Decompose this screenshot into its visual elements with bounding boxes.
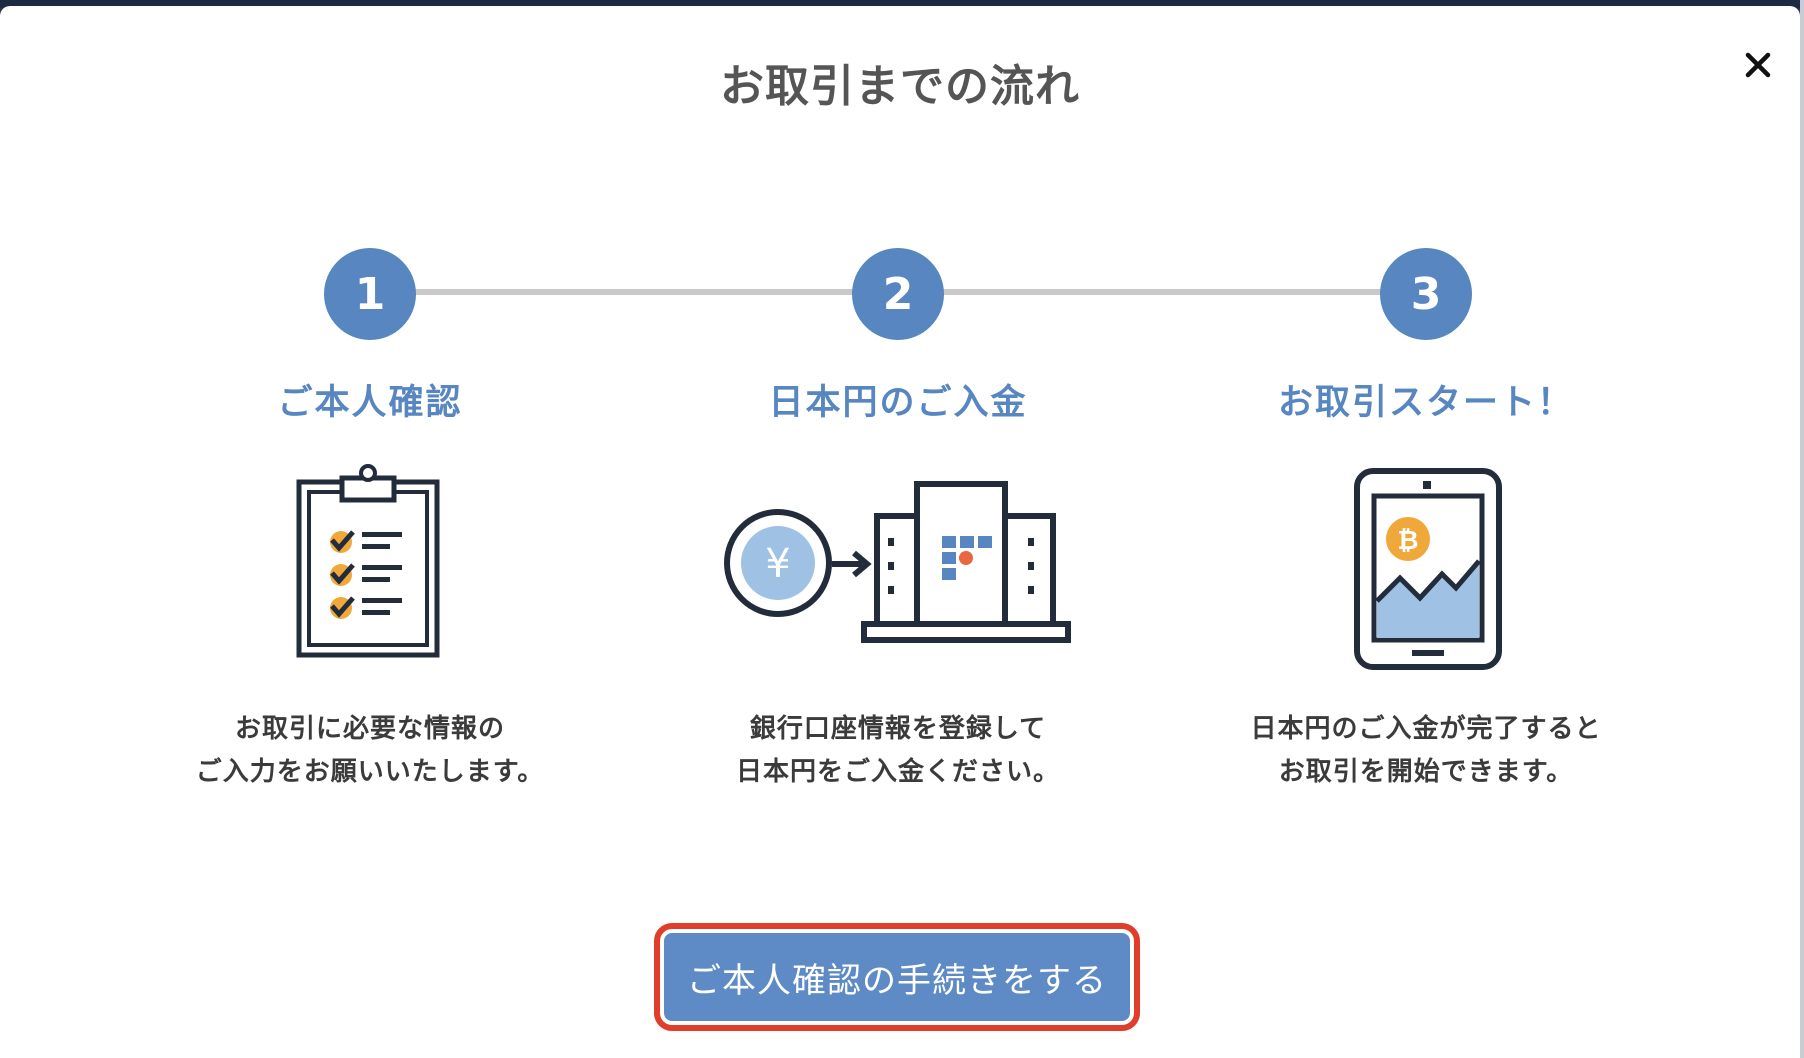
close-icon <box>1745 52 1771 78</box>
step-description-3-line-1: 日本円のご入金が完了すると <box>1250 714 1602 744</box>
step-number-3: 3 <box>1380 248 1472 340</box>
step-number-1: 1 <box>324 248 416 340</box>
start-identity-verification-button[interactable]: ご本人確認の手続きをする <box>664 933 1130 1021</box>
flow-modal: お取引までの流れ 1 ご本人確認 お取引に必要な情報の ご入力をお願いいたします… <box>0 6 1800 1058</box>
yen-to-bank-icon: ¥ <box>724 481 1071 643</box>
step-description-1-line-2: ご入力をお願いいたします。 <box>195 757 545 787</box>
step-description-2-line-2: 日本円をご入金ください。 <box>735 757 1060 787</box>
step-description-1-line-1: お取引に必要な情報の <box>234 714 505 744</box>
clipboard-checklist-icon <box>296 464 440 658</box>
step-description-2-line-1: 銀行口座情報を登録して <box>749 714 1047 744</box>
tablet-bitcoin-chart-icon: ₿ <box>1354 468 1502 670</box>
step-description-1: お取引に必要な情報の ご入力をお願いいたします。 <box>140 708 600 794</box>
step-number-2: 2 <box>852 248 944 340</box>
page-background-edge <box>1800 0 1804 1058</box>
page-background-header <box>0 0 1804 8</box>
bitcoin-symbol: ₿ <box>1397 526 1418 556</box>
step-description-2: 銀行口座情報を登録して 日本円をご入金ください。 <box>668 708 1128 794</box>
step-description-3-line-2: お取引を開始できます。 <box>1278 757 1574 787</box>
step-description-3: 日本円のご入金が完了すると お取引を開始できます。 <box>1196 708 1656 794</box>
close-button[interactable] <box>1735 42 1781 88</box>
modal-title: お取引までの流れ <box>720 61 1080 112</box>
yen-symbol: ¥ <box>765 541 790 587</box>
step-title-3: お取引スタート！ <box>1277 383 1574 423</box>
step-title-2: 日本円のご入金 <box>768 383 1028 423</box>
step-title-1: ご本人確認 <box>277 383 463 423</box>
cta-highlight-outline <box>654 923 1140 1031</box>
